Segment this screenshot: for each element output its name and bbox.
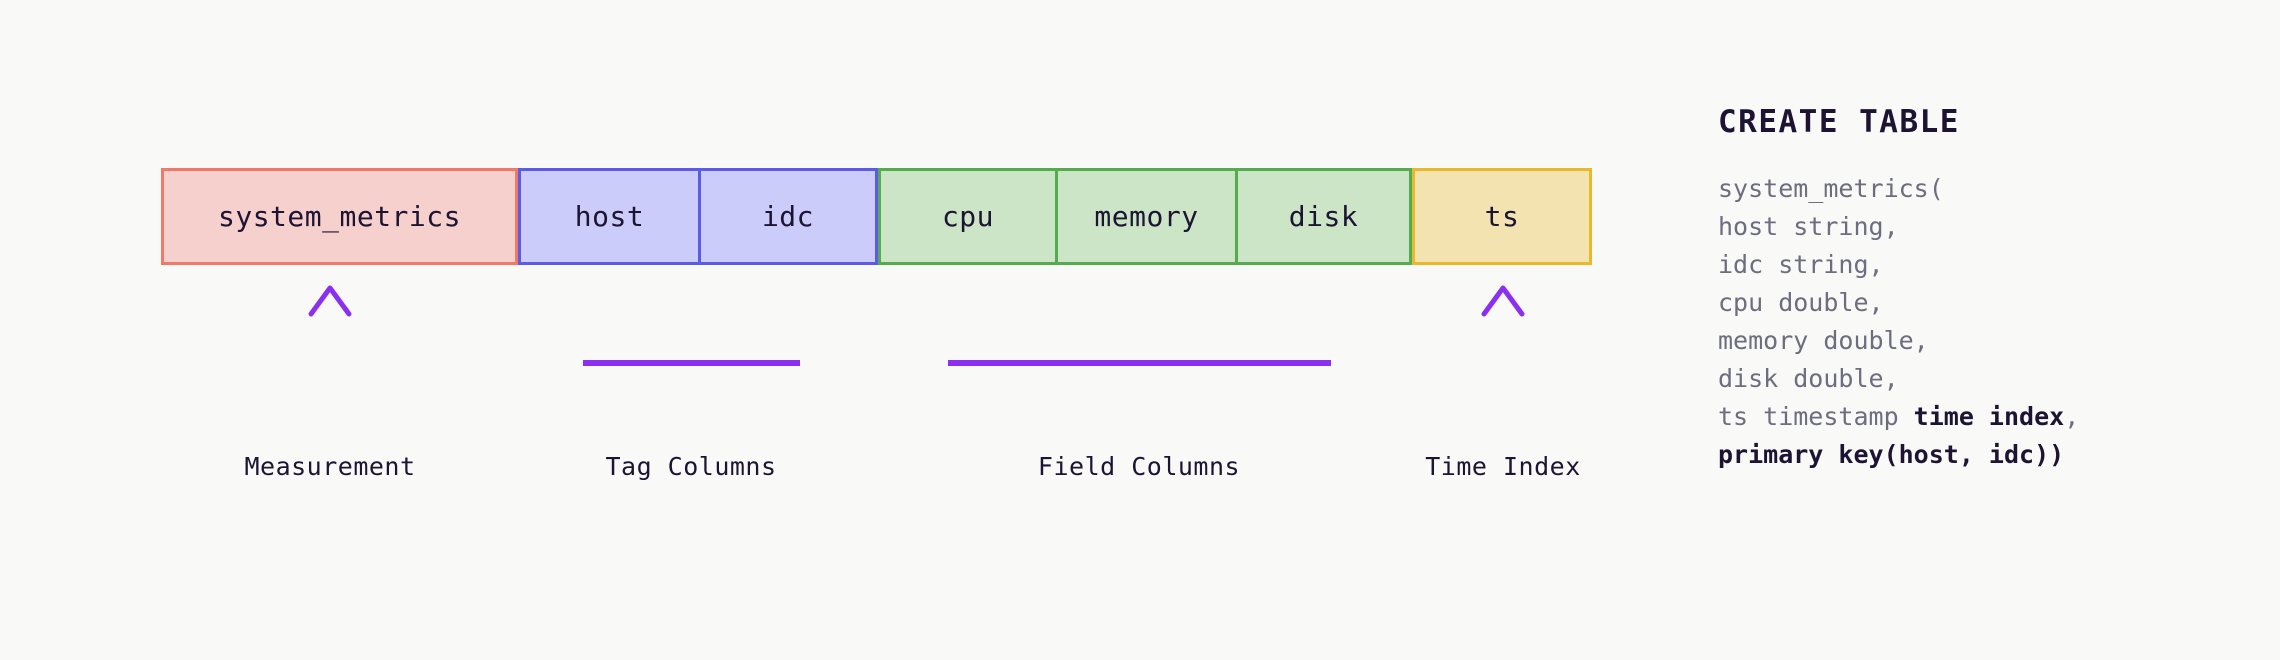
measurement-arrow	[308, 285, 352, 410]
sql-text: disk double,	[1718, 364, 1899, 393]
create-table-panel: CREATE TABLE system_metrics(host string,…	[1718, 104, 2238, 474]
field-columns-brace	[948, 298, 1331, 412]
schema-strip: system_metrics host idc cpu memory disk …	[161, 168, 1592, 265]
caption-field-columns: Field Columns	[1037, 452, 1241, 481]
caption-measurement: Measurement	[244, 452, 416, 481]
tag-columns-brace	[583, 298, 800, 412]
measurement-group: system_metrics	[161, 168, 518, 265]
create-table-heading: CREATE TABLE	[1718, 104, 1960, 140]
column-cell-cpu[interactable]: cpu	[941, 200, 995, 233]
sql-line: idc string,	[1718, 246, 2238, 284]
column-cell-ts[interactable]: ts	[1484, 200, 1520, 233]
sql-line: system_metrics(	[1718, 170, 2238, 208]
sql-line: host string,	[1718, 208, 2238, 246]
caption-time-index: Time Index	[1425, 452, 1581, 481]
field-columns-group: cpu memory disk	[878, 168, 1412, 265]
sql-text: cpu double,	[1718, 288, 1884, 317]
time-index-group: ts	[1412, 168, 1592, 265]
sql-keyword: time index	[1913, 402, 2065, 431]
create-table-statement: system_metrics(host string, idc string, cp…	[1718, 170, 2238, 474]
caption-tag-columns: Tag Columns	[605, 452, 777, 481]
sql-line: memory double,	[1718, 322, 2238, 360]
sql-text: idc string,	[1718, 250, 1884, 279]
column-cell-memory[interactable]: memory	[1055, 171, 1235, 262]
column-cell-system-metrics[interactable]: system_metrics	[217, 200, 461, 233]
sql-line: ts timestamp time index,	[1718, 398, 2238, 436]
sql-keyword: primary key(host, idc))	[1718, 440, 2065, 469]
sql-text: ,	[2064, 402, 2080, 431]
sql-line: disk double,	[1718, 360, 2238, 398]
column-cell-idc[interactable]: idc	[698, 171, 875, 262]
sql-line: cpu double,	[1718, 284, 2238, 322]
sql-text: memory double,	[1718, 326, 1929, 355]
sql-line: primary key(host, idc))	[1718, 436, 2238, 474]
column-cell-disk[interactable]: disk	[1235, 171, 1409, 262]
column-cell-host[interactable]: host	[574, 200, 645, 233]
tag-columns-group: host idc	[518, 168, 878, 265]
sql-text: system_metrics(	[1718, 174, 1944, 203]
time-index-arrow	[1481, 285, 1525, 410]
sql-text: ts timestamp	[1718, 402, 1914, 431]
sql-text: host string,	[1718, 212, 1899, 241]
